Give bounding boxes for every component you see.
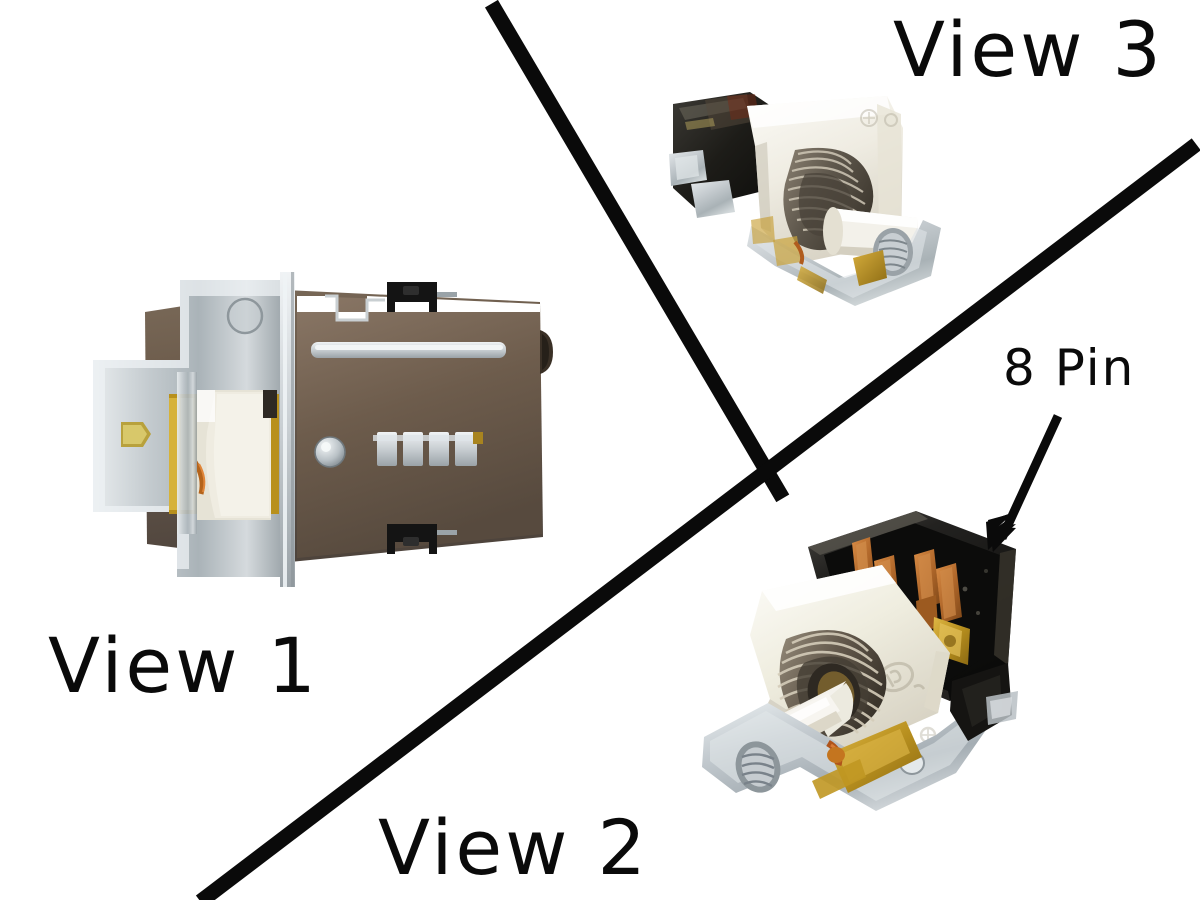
embossed-marks bbox=[860, 109, 898, 127]
label-view-2: View 2 bbox=[378, 803, 649, 892]
view-1-photo bbox=[85, 272, 555, 587]
view-3-photo bbox=[655, 92, 950, 317]
label-eight-pin: 8 Pin bbox=[1003, 339, 1136, 397]
retaining-clip-bottom bbox=[387, 524, 457, 554]
front-bracket bbox=[747, 220, 941, 306]
view-2-photo bbox=[700, 505, 1030, 865]
terminal-tabs bbox=[373, 432, 483, 466]
retaining-clip-top bbox=[387, 282, 457, 312]
label-view-1: View 1 bbox=[48, 621, 319, 710]
label-view-3: View 3 bbox=[893, 5, 1164, 94]
